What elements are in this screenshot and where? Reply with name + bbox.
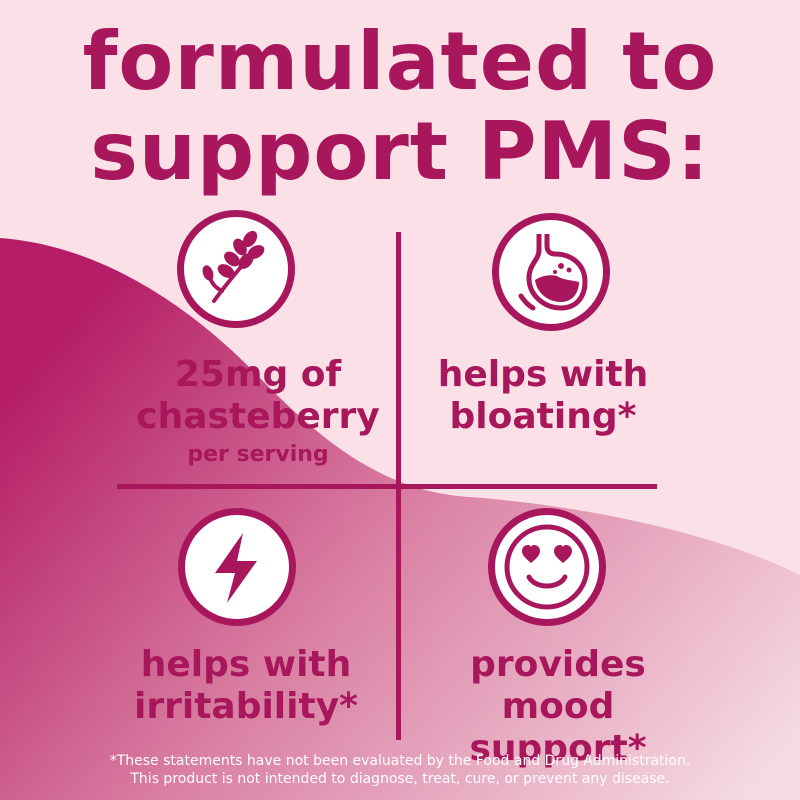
feature-label-line: irritability*: [134, 686, 358, 727]
feature-label-chasteberry: 25mg of chasteberry: [118, 354, 398, 438]
feature-sublabel-serving: per serving: [187, 442, 329, 467]
feature-label-line: support*: [469, 728, 647, 769]
disclaimer-line: *These statements have not been evaluate…: [109, 753, 691, 769]
stomach-icon: [492, 213, 610, 331]
feature-label-line: chasteberry: [136, 396, 380, 437]
feature-label-line: helps with: [140, 644, 352, 685]
feature-label-mood: provides mood support*: [408, 644, 708, 770]
feature-label-line: helps with: [437, 354, 649, 395]
feature-label-bloating: helps with bloating*: [408, 354, 678, 438]
feature-label-line: bloating*: [449, 396, 637, 437]
headline-line-2: support PMS:: [90, 105, 710, 198]
feature-label-line: provides mood: [470, 644, 646, 727]
disclaimer-line: This product is not intended to diagnose…: [130, 771, 670, 787]
heart-eyes-smiley-icon: [488, 508, 606, 626]
feature-label-irritability: helps with irritability*: [96, 644, 396, 728]
headline-line-1: formulated to: [82, 15, 718, 108]
feature-label-line: 25mg of: [174, 354, 342, 395]
horizontal-divider: [117, 484, 657, 489]
lightning-bolt-icon: [178, 508, 296, 626]
lavender-sprig-icon: [177, 210, 295, 328]
fda-disclaimer: *These statements have not been evaluate…: [0, 752, 800, 788]
